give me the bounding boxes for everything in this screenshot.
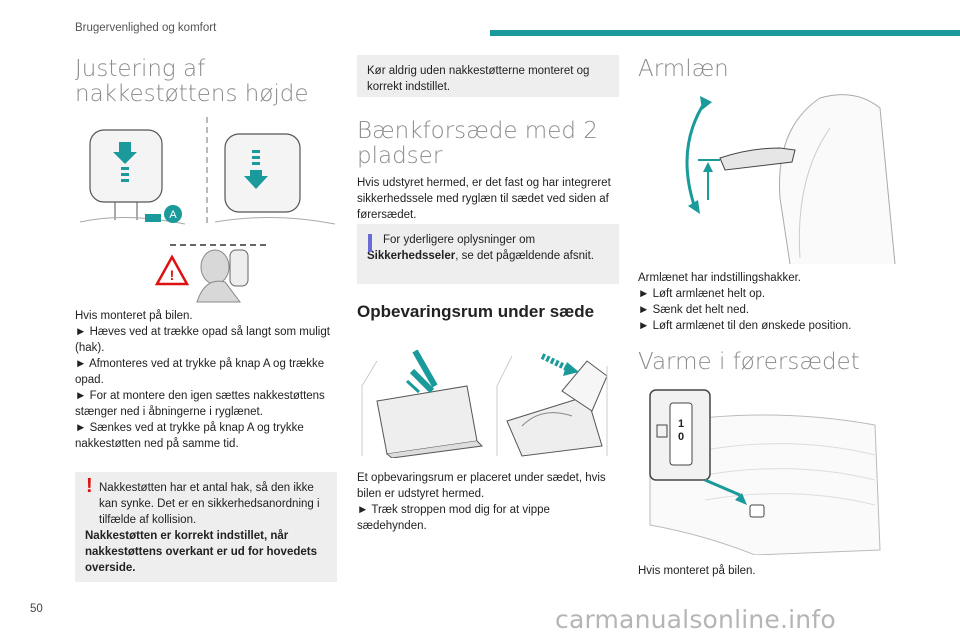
paragraph: ► Afmonteres ved at trykke på knap A og … (75, 358, 325, 386)
svg-text:A: A (169, 209, 177, 221)
header-title: Brugervenlighed og komfort (75, 22, 217, 34)
arrow-down-icon (244, 170, 268, 189)
arc-arrow-icon (685, 101, 707, 209)
storage-illustration (361, 349, 608, 458)
storage-instructions: Et opbevaringsrum er placeret under sæde… (357, 470, 619, 534)
headrest-instructions: Hvis monteret på bilen. ► Hæves ved at t… (75, 308, 337, 452)
armrest-illustration (685, 94, 896, 264)
switch-position-1: 1 (678, 418, 684, 430)
paragraph: Et opbevaringsrum er placeret under sæde… (357, 472, 606, 500)
seat-heating-text: Hvis monteret på bilen. (638, 565, 756, 577)
paragraph: ► Løft armlænet til den ønskede position… (638, 320, 852, 332)
paragraph: ► For at montere den igen sættes nakkest… (75, 390, 325, 418)
paragraph: Hvis monteret på bilen. (75, 310, 193, 322)
info-text-pre: For yderligere oplysninger om (383, 234, 536, 246)
header-accent-bar (490, 30, 960, 36)
storage-title: Opbevaringsrum under sæde (357, 302, 595, 321)
bench-seat-text: Hvis udstyret hermed, er det fast og har… (357, 177, 611, 221)
paragraph: ► Hæves ved at trække opad så langt som … (75, 326, 330, 354)
armrest-instructions: Armlænet har indstillingshakker. ► Løft … (638, 270, 918, 334)
headrest-title: Justering af nakkestøttens højde (75, 56, 309, 107)
watermark: carmanualsonline.info (555, 605, 836, 634)
paragraph: ► Løft armlænet helt op. (638, 288, 766, 300)
info-text-bold: Sikkerhedsseler (367, 250, 456, 262)
paragraph: ► Træk stroppen mod dig for at vippe sæd… (357, 504, 550, 532)
info-text-post: , se det pågældende afsnit. (455, 250, 594, 262)
svg-text:!: ! (170, 267, 175, 283)
warning-text: Nakkestøtten har et antal hak, så den ik… (99, 482, 320, 526)
paragraph: ► Sænk det helt ned. (638, 304, 750, 316)
paragraph: ► Sænkes ved at trykke på knap A og tryk… (75, 422, 304, 450)
arrow-up-icon (113, 142, 137, 164)
warning-icon: ! (86, 475, 93, 497)
paragraph: Armlænet har indstillingshakker. (638, 272, 801, 284)
warning-box: ! Nakkestøtten har et antal hak, så den … (75, 472, 337, 582)
note-box-top: Kør aldrig uden nakkestøtterne monteret … (357, 55, 619, 97)
seat-heating-illustration: 1 0 (649, 389, 881, 555)
headrest-illustration: A ! (79, 117, 336, 303)
label-a-badge (164, 205, 182, 223)
seat-heat-button-icon (749, 504, 765, 518)
switch-position-0: 0 (678, 431, 684, 443)
info-box: For yderligere oplysninger om Sikkerheds… (357, 224, 619, 284)
page-number: 50 (30, 603, 43, 615)
info-icon (368, 234, 372, 252)
seat-heat-icon (656, 424, 668, 438)
bench-seat-title: Bænkforsæde med 2 pladser (357, 118, 598, 169)
warning-triangle-icon (154, 254, 190, 286)
seat-heating-title: Varme i førersædet (638, 349, 860, 375)
armrest-title: Armlæn (638, 56, 729, 82)
warning-bold-text: Nakkestøtten er korrekt indstillet, når … (85, 530, 317, 574)
